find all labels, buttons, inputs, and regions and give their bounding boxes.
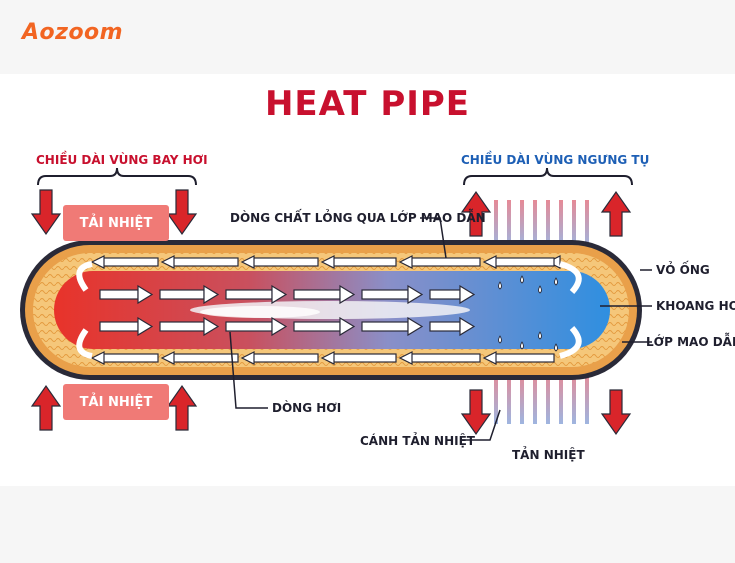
wick-label: LỚP MAO DẪN bbox=[646, 335, 735, 349]
heat-output-arrows bbox=[460, 190, 632, 436]
condensate-droplets bbox=[498, 275, 558, 352]
condenser-fins bbox=[494, 200, 589, 424]
condenser-bracket bbox=[463, 167, 633, 186]
evaporator-length-label: CHIỀU DÀI VÙNG BAY HƠI bbox=[36, 153, 208, 167]
heat-input-box-bottom: TẢI NHIỆT bbox=[63, 384, 169, 420]
header-bar bbox=[0, 0, 735, 74]
liquid-flow-leader bbox=[420, 217, 447, 259]
liquid-return-arrows-bottom bbox=[90, 351, 555, 365]
heat-output-label: TẢN NHIỆT bbox=[512, 448, 585, 462]
brand-logo[interactable]: Aozoom bbox=[22, 20, 124, 45]
fins-label: CÁNH TẢN NHIỆT bbox=[360, 434, 475, 448]
fins-leader bbox=[460, 409, 501, 441]
diagram-title: HEAT PIPE bbox=[264, 84, 471, 124]
liquid-return-arrows-top bbox=[90, 255, 561, 269]
vapor-flow-label: DÒNG HƠI bbox=[272, 401, 342, 415]
shell-label: VỎ ỐNG bbox=[656, 263, 710, 277]
heat-input-box-top: TẢI NHIỆT bbox=[63, 205, 169, 241]
condenser-length-label: CHIỀU DÀI VÙNG NGƯNG TỤ bbox=[461, 153, 650, 167]
vapor-cavity-label: KHOANG HƠI bbox=[656, 299, 735, 313]
liquid-flow-label: DÒNG CHẤT LỎNG QUA LỚP MAO DẪN bbox=[230, 211, 486, 225]
footer-bar bbox=[0, 486, 735, 563]
heat-input-arrows bbox=[30, 189, 198, 431]
vapor-flow-leader bbox=[229, 331, 268, 409]
evaporator-bracket bbox=[37, 167, 197, 186]
vapor-flow-arrows bbox=[99, 284, 476, 337]
